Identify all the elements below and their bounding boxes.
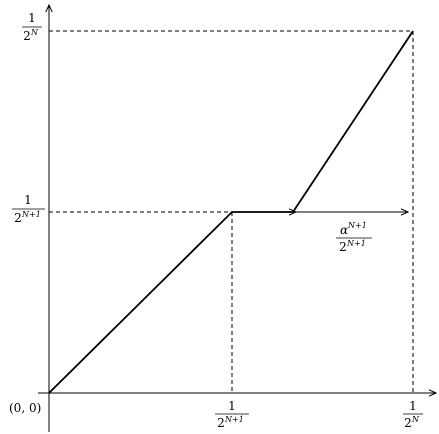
svg-text:1: 1 xyxy=(228,399,236,413)
svg-text:N+1: N+1 xyxy=(346,239,366,248)
svg-text:2: 2 xyxy=(404,416,412,430)
origin-label: (0, 0) xyxy=(9,401,41,415)
svg-text:α: α xyxy=(340,223,348,237)
svg-text:N: N xyxy=(411,415,420,424)
svg-text:1: 1 xyxy=(409,399,417,413)
svg-text:N+1: N+1 xyxy=(347,221,367,230)
svg-text:1: 1 xyxy=(24,193,32,207)
x-label-mid: 1 2 N+1 xyxy=(215,399,249,430)
svg-text:2: 2 xyxy=(339,240,347,254)
span-label: α N+1 2 N+1 xyxy=(336,221,372,254)
svg-text:1: 1 xyxy=(28,11,36,25)
y-label-mid: 1 2 N+1 xyxy=(12,193,45,225)
svg-text:2: 2 xyxy=(14,211,22,225)
x-label-right: 1 2 N xyxy=(403,399,423,430)
y-label-top: 1 2 N xyxy=(22,11,42,43)
svg-text:2: 2 xyxy=(23,29,31,43)
function-curve xyxy=(48,30,414,394)
svg-text:2: 2 xyxy=(217,416,225,430)
svg-text:N: N xyxy=(30,28,39,37)
svg-text:N+1: N+1 xyxy=(224,415,244,424)
svg-text:N+1: N+1 xyxy=(21,210,41,219)
